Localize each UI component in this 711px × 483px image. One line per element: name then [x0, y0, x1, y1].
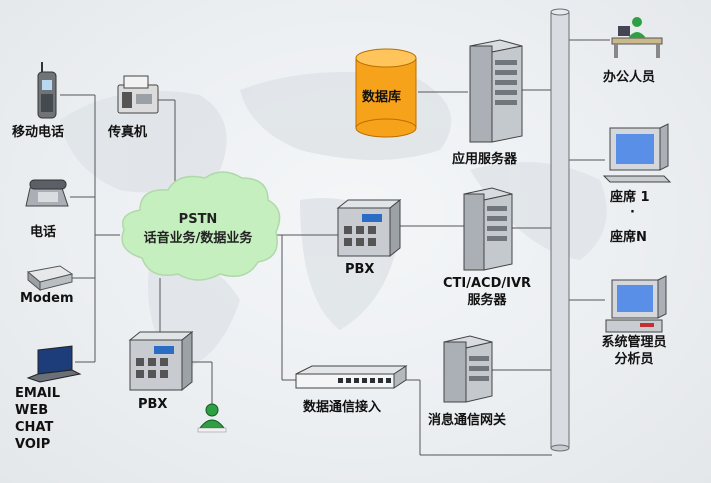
phone-label: 电话 [30, 225, 57, 240]
modem-icon [26, 265, 74, 292]
ethernet-bus [550, 8, 570, 452]
admin-label: 系统管理员 分析员 [592, 334, 676, 368]
seat-n-label: 座席N [610, 230, 647, 245]
voip-line: VOIP [15, 437, 51, 452]
mobile-phone-label: 移动电话 [12, 125, 65, 140]
office-staff-label: 办公人员 [603, 70, 656, 85]
pstn-title: PSTN [178, 212, 218, 227]
pstn-cloud [121, 171, 281, 281]
pbx-bottom-label: PBX [138, 397, 168, 412]
admin-line2: 分析员 [614, 352, 654, 367]
data-access-label: 数据通信接入 [303, 400, 382, 415]
seat-1-label: 座席 1 [610, 190, 650, 205]
seat-computer-icon [602, 123, 672, 183]
cti-server-icon [463, 187, 513, 271]
database-label: 数据库 [362, 90, 402, 105]
fax-icon [117, 75, 159, 114]
app-server-label: 应用服务器 [452, 152, 518, 167]
message-gateway-icon [443, 335, 493, 403]
connection-lines [60, 39, 610, 456]
pbx-top-icon [336, 198, 402, 258]
chat-line: CHAT [15, 420, 54, 435]
message-gateway-label: 消息通信网关 [428, 413, 507, 428]
pbx-bottom-icon [128, 330, 194, 392]
data-access-switch-icon [295, 365, 408, 389]
app-server-icon [469, 39, 523, 143]
modem-label: Modem [20, 291, 74, 306]
laptop-icon [26, 345, 82, 383]
desk-phone-icon [25, 179, 69, 207]
email-line: EMAIL [15, 386, 60, 401]
cti-server-line2: 服务器 [467, 293, 507, 308]
agent-person-icon [197, 403, 227, 433]
pbx-top-label: PBX [345, 262, 375, 277]
office-staff-icon [611, 17, 663, 58]
seat-dot-label: · [630, 205, 635, 220]
cti-server-label: CTI/ACD/IVR 服务器 [433, 275, 541, 309]
pstn-subtitle: 话音业务/数据业务 [143, 231, 253, 246]
email-web-chat-voip-label: EMAIL WEB CHAT VOIP [15, 385, 60, 453]
database-icon [355, 48, 417, 138]
pstn-cloud-text: PSTN 话音业务/数据业务 [128, 212, 268, 246]
cti-server-line1: CTI/ACD/IVR [442, 276, 532, 291]
fax-label: 传真机 [108, 125, 148, 140]
web-line: WEB [15, 403, 49, 418]
mobile-phone-icon [37, 62, 57, 119]
admin-computer-icon [605, 275, 667, 333]
admin-line1: 系统管理员 [601, 335, 667, 350]
